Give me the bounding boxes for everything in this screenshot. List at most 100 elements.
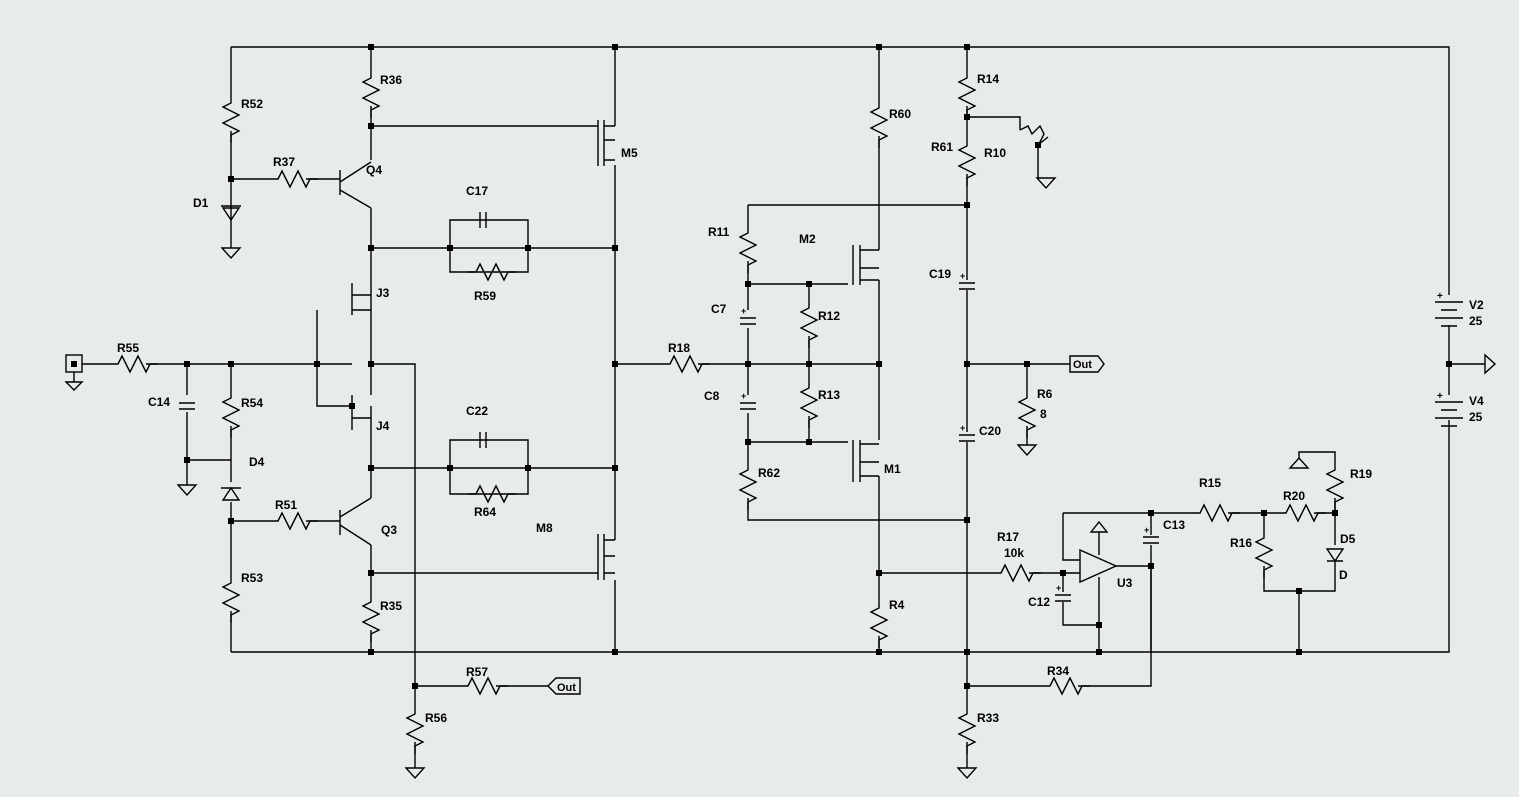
junctions (184, 44, 1452, 689)
label-q3: Q3 (381, 523, 397, 537)
label-v4-value: 25 (1469, 410, 1483, 424)
capacitor-c14 (179, 402, 195, 410)
label-d1: D1 (193, 196, 209, 210)
label-q4: Q4 (366, 163, 382, 177)
resistor-r34 (1041, 677, 1091, 695)
label-r57: R57 (466, 665, 488, 679)
label-r17: R17 (997, 530, 1019, 544)
label-r53: R53 (241, 571, 263, 585)
svg-text:+: + (741, 391, 746, 401)
capacitor-c8 (740, 402, 756, 410)
capacitor-c22 (479, 432, 487, 448)
source-v4 (1435, 401, 1463, 427)
label-m2: M2 (799, 232, 816, 246)
resistor-r18 (661, 355, 711, 373)
resistor-r36 (362, 69, 380, 119)
label-net-out-bottom: Out (557, 682, 576, 694)
label-r51: R51 (275, 498, 297, 512)
resistor-r37 (269, 170, 319, 188)
label-r36: R36 (380, 73, 402, 87)
resistor-r15 (1191, 504, 1241, 522)
resistor-r14 (958, 69, 976, 119)
resistor-r11 (739, 224, 757, 274)
label-c14: C14 (148, 395, 170, 409)
label-r14: R14 (977, 72, 999, 86)
label-r15: R15 (1199, 476, 1221, 490)
label-r37: R37 (273, 155, 295, 169)
ground-icon (405, 767, 425, 779)
resistor-r57 (459, 677, 509, 695)
label-c20: C20 (979, 424, 1001, 438)
label-r11: R11 (708, 225, 730, 239)
label-r61: R61 (931, 140, 953, 154)
label-r54: R54 (241, 396, 263, 410)
svg-text:+: + (1437, 391, 1443, 402)
capacitor-c13 (1143, 536, 1159, 544)
label-v2-value: 25 (1469, 314, 1483, 328)
zener-d1 (221, 205, 241, 222)
label-j4: J4 (376, 419, 390, 433)
ground-icon (957, 767, 977, 779)
label-r35: R35 (380, 599, 402, 613)
label-r55: R55 (117, 341, 139, 355)
wires (82, 46, 1485, 768)
label-r62: R62 (758, 466, 780, 480)
resistor-r52 (222, 94, 240, 144)
label-d5: D5 (1340, 532, 1356, 546)
ports (65, 354, 1105, 695)
label-r4: R4 (889, 598, 905, 612)
resistor-r19 (1326, 461, 1344, 511)
label-r17-value: 10k (1004, 546, 1024, 560)
ground-icon (1288, 456, 1310, 469)
resistor-r61 (958, 137, 976, 187)
grounds (64, 177, 1497, 779)
label-r34: R34 (1047, 664, 1069, 678)
resistor-r4 (870, 599, 888, 649)
svg-text:+: + (1437, 291, 1443, 302)
resistor-r64 (467, 485, 517, 503)
net-label-out-right (1069, 355, 1105, 373)
resistor-r33 (958, 705, 976, 755)
label-r60: R60 (889, 107, 911, 121)
label-r20: R20 (1283, 489, 1305, 503)
label-r64: R64 (474, 505, 496, 519)
capacitor-c19 (959, 282, 975, 290)
resistor-r62 (739, 461, 757, 511)
svg-text:+: + (960, 423, 965, 433)
resistor-r53 (222, 574, 240, 624)
capacitor-c17 (479, 212, 487, 228)
label-m5: M5 (621, 146, 638, 160)
label-r52: R52 (241, 97, 263, 111)
diode-d5 (1325, 548, 1345, 563)
label-v2: V2 (1469, 298, 1484, 312)
input-port (65, 354, 83, 373)
voltage-sources: + + (1435, 291, 1463, 427)
label-r33: R33 (977, 711, 999, 725)
label-r59: R59 (474, 289, 496, 303)
ground-icon (221, 247, 241, 259)
label-c8: C8 (704, 389, 720, 403)
label-j3: J3 (376, 286, 390, 300)
svg-text:+: + (960, 271, 965, 281)
svg-text:+: + (1144, 525, 1149, 535)
ground-icon (1484, 353, 1497, 375)
resistor-r17 (992, 564, 1042, 582)
resistor-r35 (362, 593, 380, 643)
resistor-r55 (109, 355, 159, 373)
resistor-r51 (269, 512, 319, 530)
label-c12: C12 (1028, 595, 1050, 609)
ground-icon (1036, 177, 1056, 189)
label-net-out-right: Out (1073, 359, 1092, 371)
label-r56: R56 (425, 711, 447, 725)
label-d5-value: D (1339, 568, 1348, 582)
label-r12: R12 (818, 309, 840, 323)
source-v2 (1435, 301, 1463, 327)
ground-icon (1017, 444, 1037, 456)
resistor-r13 (800, 379, 818, 429)
label-u3: U3 (1117, 576, 1133, 590)
label-c19: C19 (929, 267, 951, 281)
ground-icon (177, 484, 197, 496)
label-r10: R10 (984, 146, 1006, 160)
label-r16: R16 (1230, 536, 1252, 550)
label-r19: R19 (1350, 467, 1372, 481)
